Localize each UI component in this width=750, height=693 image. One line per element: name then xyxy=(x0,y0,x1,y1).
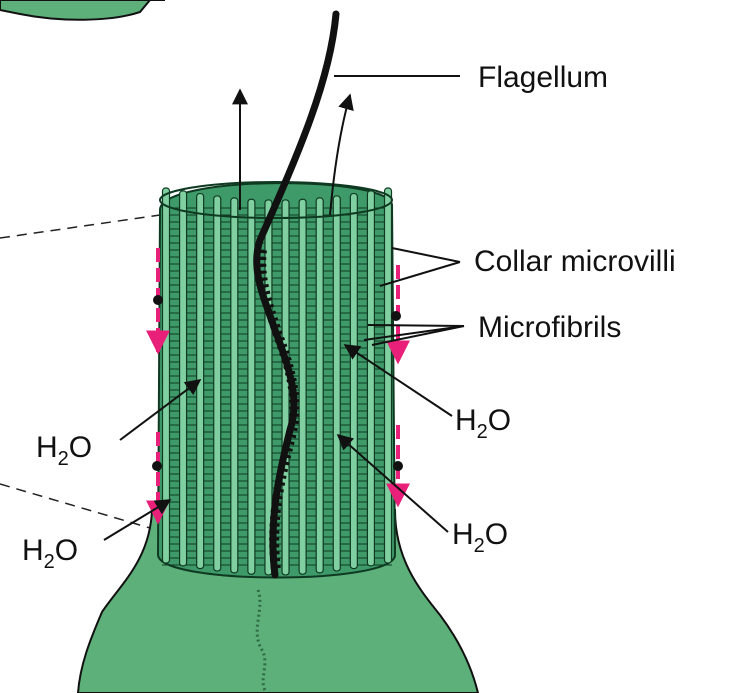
water-label-left-lower: H2O xyxy=(22,534,78,573)
particle-right-upper xyxy=(391,311,401,321)
flagellum-label: Flagellum xyxy=(478,61,608,94)
microfibrils-leader-1 xyxy=(368,325,464,326)
microvillus xyxy=(316,198,323,573)
water-label-right-lower: H2O xyxy=(452,518,508,557)
particle-left-lower xyxy=(152,461,162,471)
microvillus xyxy=(333,196,340,571)
collar-microvilli-label: Collar microvilli xyxy=(474,245,676,278)
microvillus xyxy=(299,199,306,574)
microvillus xyxy=(163,188,170,563)
microvillus xyxy=(350,194,357,569)
microvillus xyxy=(367,191,374,566)
microvilli-leader-1 xyxy=(392,248,460,262)
microvillus xyxy=(214,196,221,571)
particle-right-lower xyxy=(393,461,403,471)
microvillus xyxy=(231,198,238,573)
water-label-left-upper: H2O xyxy=(36,431,92,470)
adjacent-cell-fragment xyxy=(0,0,165,20)
microfibrils-label: Microfibrils xyxy=(478,311,621,344)
dashed-guide-lines xyxy=(0,215,160,528)
water-label-right-upper: H2O xyxy=(455,404,511,443)
microvillus xyxy=(180,191,187,566)
particle-left-upper xyxy=(153,295,163,305)
